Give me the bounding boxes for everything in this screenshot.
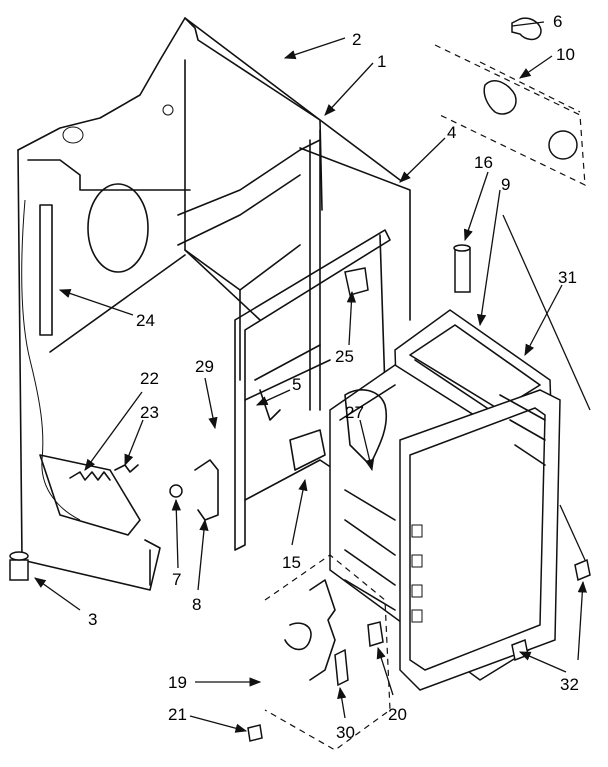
callout-8: 8: [192, 595, 201, 614]
callout-21: 21: [168, 705, 187, 724]
callout-5: 5: [292, 375, 301, 394]
callout-1: 1: [377, 52, 386, 71]
callout-2: 2: [352, 30, 361, 49]
callout-20: 20: [388, 705, 407, 724]
callout-24: 24: [136, 311, 155, 330]
callout-27: 27: [345, 403, 364, 422]
callout-labels: 6 2 1 10 4 16 9 31 24 25 22 29 5 23 27 3…: [88, 12, 579, 742]
callout-6: 6: [553, 12, 562, 31]
oven-cavity: [329, 309, 561, 691]
callout-19: 19: [168, 673, 187, 692]
callout-30: 30: [336, 723, 355, 742]
callout-9: 9: [501, 175, 510, 194]
callout-15: 15: [282, 553, 301, 572]
callout-25: 25: [335, 347, 354, 366]
callout-10: 10: [556, 45, 575, 64]
small-parts: [9, 17, 591, 751]
callout-32: 32: [560, 675, 579, 694]
callout-31: 31: [558, 268, 577, 287]
callout-3: 3: [88, 610, 97, 629]
side-panel: [17, 17, 323, 591]
callout-4: 4: [447, 123, 456, 142]
callout-22: 22: [140, 369, 159, 388]
callout-7: 7: [172, 570, 181, 589]
callout-29: 29: [195, 357, 214, 376]
leader-lines: [34, 21, 591, 733]
callout-16: 16: [474, 153, 493, 172]
back-frame: [177, 17, 411, 411]
callout-23: 23: [140, 403, 159, 422]
